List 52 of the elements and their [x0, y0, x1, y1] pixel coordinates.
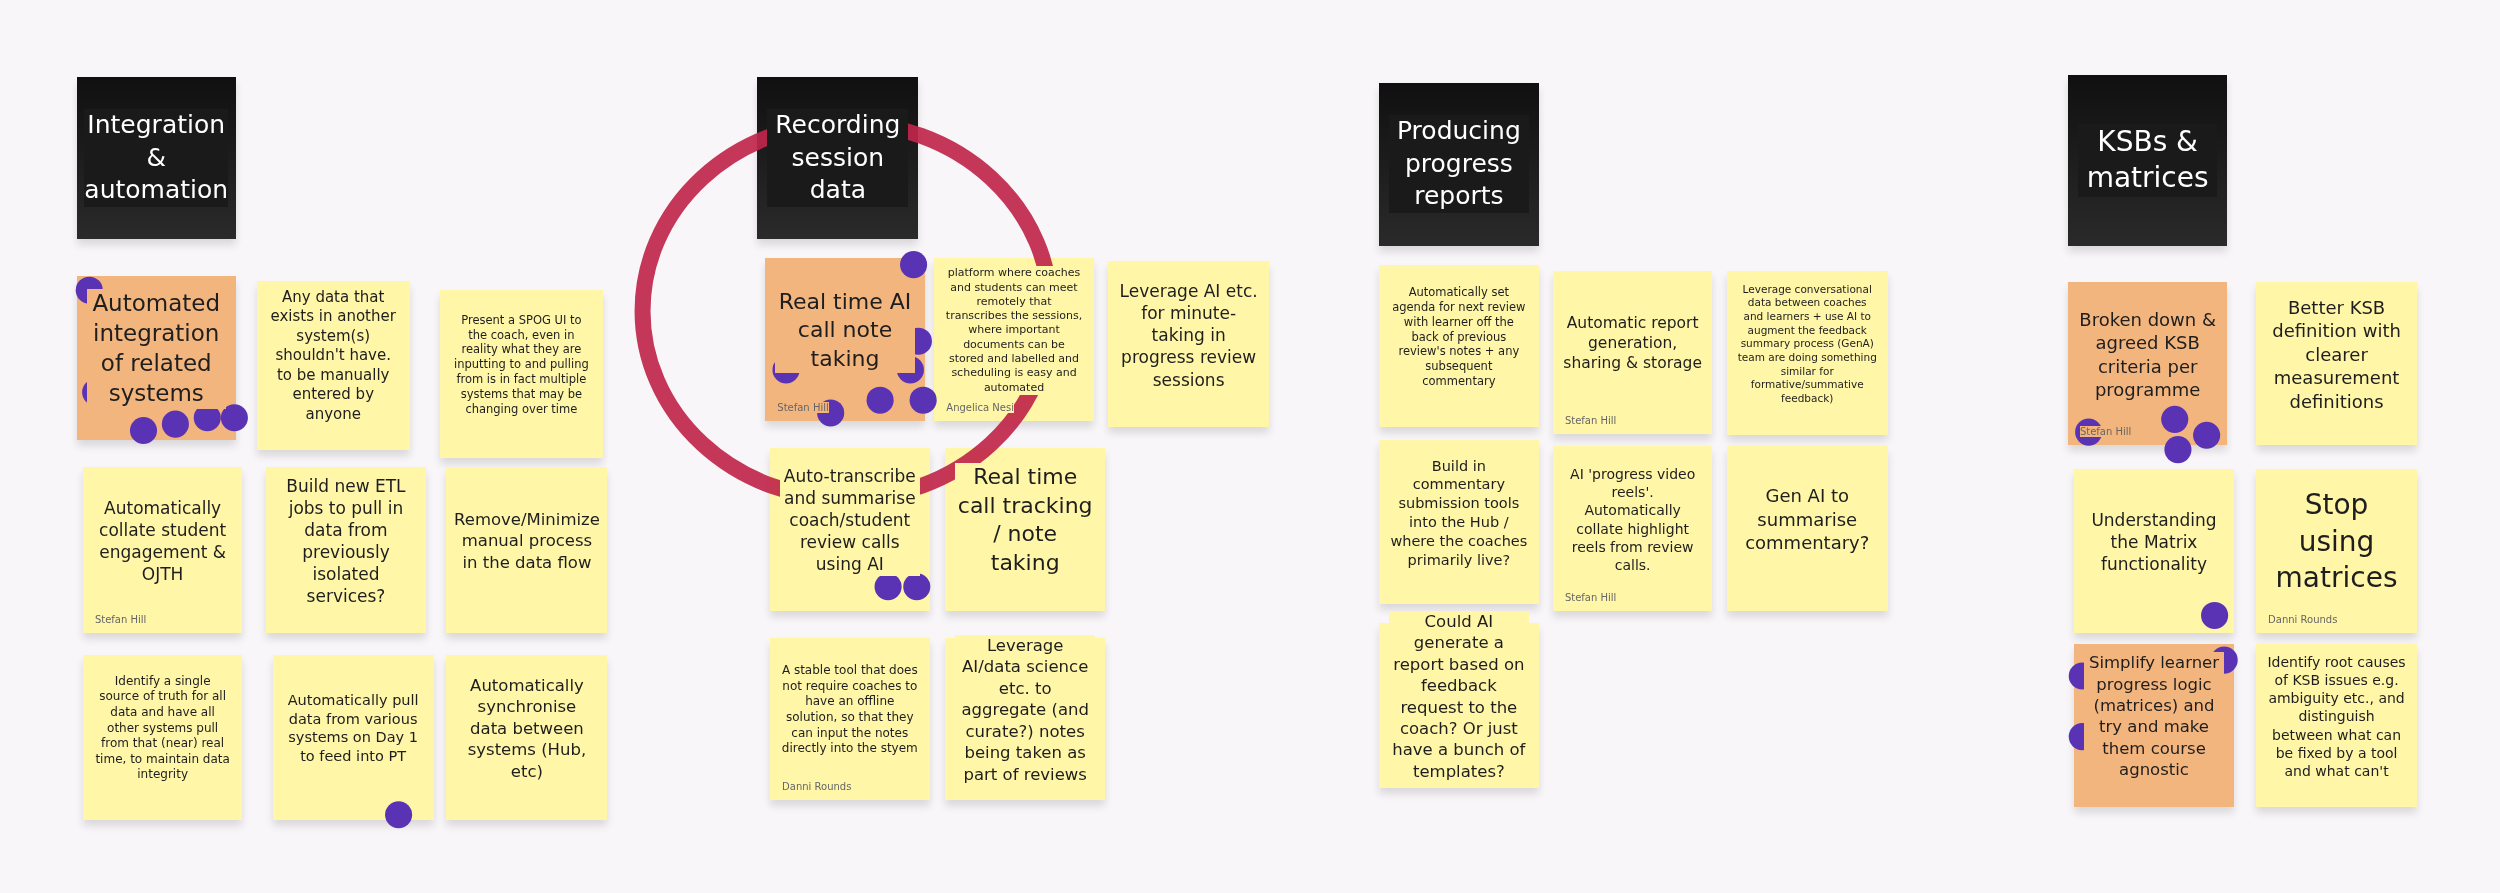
sticky-note — [1379, 264, 1539, 428]
sticky-note — [1726, 271, 1888, 436]
sticky-note — [2256, 644, 2418, 807]
author-name: Stefan Hill — [777, 401, 829, 413]
sticky-note — [1379, 440, 1539, 605]
author-name: Danni Rounds — [2268, 613, 2338, 625]
sticky-note — [266, 467, 426, 633]
author-name: Stefan Hill — [1564, 414, 1617, 426]
sticky-note — [82, 467, 243, 633]
author-name: Danni Rounds — [782, 781, 852, 793]
author-name: Stefan Hill — [1564, 591, 1617, 603]
note-text: platform where coaches and students can meet remotely that transcribes the sessions, where important documents can be stored and labelled and scheduling is easy and automated — [944, 266, 1084, 395]
sticky-note — [272, 655, 434, 820]
note-text: Leverage conversational data between coaches and learners + use AI to augment the feedback summary process (GenA) team are doing something similar for formative/summative feedback) — [1736, 282, 1878, 406]
sticky-note — [82, 655, 243, 820]
sticky-note — [446, 467, 608, 633]
header-card — [76, 76, 236, 240]
sticky-note — [2256, 468, 2418, 633]
sticky-note — [2074, 468, 2234, 633]
sticky-note — [256, 280, 410, 450]
author-name: Stefan Hill — [2079, 425, 2132, 437]
sticky-note — [76, 275, 236, 441]
sticky-note — [2256, 282, 2418, 445]
sticky-note — [1108, 261, 1270, 428]
author-name: Stefan Hill — [94, 613, 147, 625]
note-text: Leverage AI/data science etc. to aggregate (and curate?) notes being taken as part of reviews — [955, 635, 1095, 786]
sticky-note — [446, 655, 608, 820]
sticky-note — [934, 258, 1094, 421]
note-text: Auto-transcribe and summarise coach/student review calls using AI — [780, 465, 920, 576]
sticky-note — [770, 637, 930, 801]
column-heading: Producing progress reports — [1389, 115, 1529, 213]
note-text: Could AI generate a report based on feedback request to the coach? Or just have a bunch of templates? — [1389, 610, 1529, 783]
sticky-note — [770, 448, 930, 611]
note-text: A stable tool that does not require coaches to have an offline solution, so that they can input the notes directly into the styem — [780, 663, 920, 757]
sticky-note — [945, 637, 1105, 801]
author-name: Angelica Nesi — [946, 401, 1014, 413]
sticky-note — [1552, 271, 1713, 434]
note-text: Automatic report generation, sharing & storage — [1562, 313, 1703, 374]
sticky-note — [2067, 282, 2228, 445]
sticky-note — [945, 448, 1105, 611]
note-text: Automated integration of related systems — [86, 289, 226, 409]
sticky-note — [765, 258, 925, 421]
column-heading: Integration & automation — [84, 109, 229, 207]
header-card — [757, 76, 919, 240]
sticky-note — [1726, 446, 1888, 611]
sticky-note — [2074, 644, 2234, 807]
sticky-note — [440, 290, 603, 458]
header-card — [1379, 82, 1539, 246]
sticky-note — [1552, 446, 1713, 611]
note-text: Simplify learner progress logic (matrices) and try and make them course agnostic — [2084, 652, 2224, 781]
column-heading: Recording session data — [767, 109, 909, 207]
header-card — [2067, 74, 2228, 246]
